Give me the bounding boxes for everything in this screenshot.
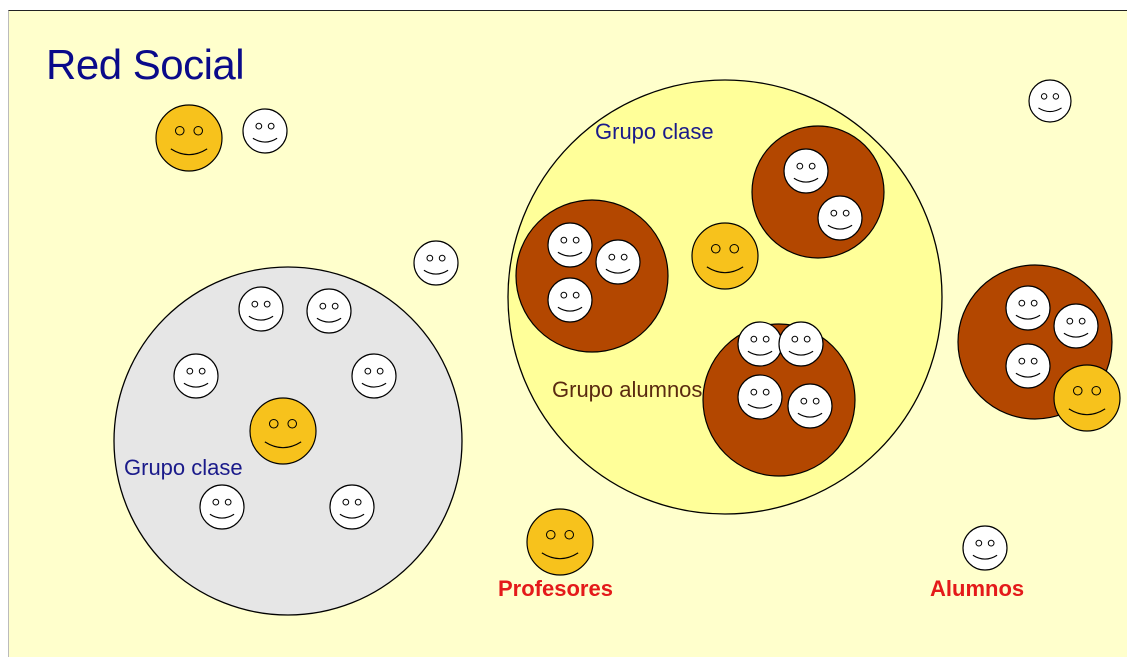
smiley-face-white-icon: [817, 195, 863, 241]
slide-canvas: Red Social Grupo clase Grupo clase Grupo…: [8, 10, 1127, 657]
smiley-face-yellow-icon: [526, 508, 594, 576]
student-group-circle-2: [751, 125, 885, 259]
smiley-face-white-icon: [962, 525, 1008, 571]
smiley-face-white-icon: [242, 108, 288, 154]
smiley-face-yellow-icon: [1053, 364, 1121, 432]
smiley-face-white-icon: [778, 321, 824, 367]
smiley-face-yellow-icon: [155, 104, 223, 172]
smiley-face-yellow-icon: [249, 397, 317, 465]
label-profesores: Profesores: [498, 576, 613, 601]
smiley-face-white-icon: [1005, 285, 1051, 331]
page-title: Red Social: [46, 41, 245, 88]
label-alumnos: Alumnos: [930, 576, 1025, 601]
smiley-face-yellow-icon: [691, 222, 759, 290]
smiley-face-white-icon: [1053, 303, 1099, 349]
smiley-face-white-icon: [413, 240, 459, 286]
smiley-face-white-icon: [238, 286, 284, 332]
smiley-face-white-icon: [199, 484, 245, 530]
smiley-face-white-icon: [351, 353, 397, 399]
smiley-face-white-icon: [1028, 79, 1072, 123]
social-network-diagram: [113, 79, 1121, 616]
smiley-face-white-icon: [787, 383, 833, 429]
smiley-face-white-icon: [547, 222, 593, 268]
smiley-face-white-icon: [306, 288, 352, 334]
smiley-face-white-icon: [737, 321, 783, 367]
smiley-face-white-icon: [547, 277, 593, 323]
smiley-face-white-icon: [737, 374, 783, 420]
student-group-circle-1: [515, 199, 669, 353]
label-grupo-alumnos: Grupo alumnos: [552, 377, 703, 402]
label-grupo-clase-left: Grupo clase: [124, 455, 243, 480]
smiley-face-white-icon: [329, 484, 375, 530]
smiley-face-white-icon: [173, 353, 219, 399]
label-grupo-clase-center: Grupo clase: [595, 119, 714, 144]
smiley-face-white-icon: [1005, 343, 1051, 389]
smiley-face-white-icon: [595, 239, 641, 285]
smiley-face-white-icon: [783, 148, 829, 194]
